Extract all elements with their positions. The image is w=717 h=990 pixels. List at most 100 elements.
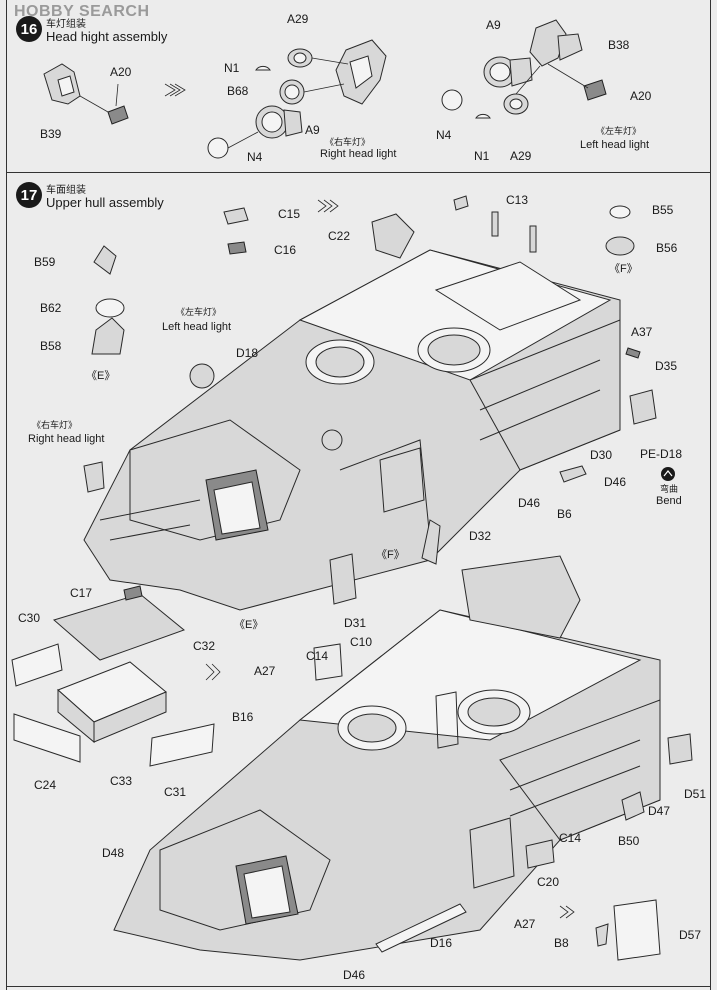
label-d31: D31 — [344, 616, 367, 630]
part-a9-right — [255, 105, 303, 139]
part-c15 — [223, 207, 249, 225]
frame-left — [6, 0, 7, 990]
label-b56: B56 — [656, 241, 678, 255]
label-c20: C20 — [537, 875, 560, 889]
label-pe-d18: PE-D18 — [640, 447, 683, 461]
part-b50 — [621, 791, 645, 821]
label-a37: A37 — [631, 325, 653, 339]
arrow-chevrons-16 — [164, 83, 186, 97]
part-n1-left — [475, 113, 491, 119]
label-c17: C17 — [70, 586, 93, 600]
part-a20-right — [583, 79, 607, 101]
part-d51 — [667, 733, 693, 765]
label-a29-right: A29 — [287, 12, 309, 26]
bend-en: Bend — [656, 495, 682, 507]
label-d46-a: D46 — [604, 475, 627, 489]
part-d35 — [629, 389, 657, 425]
part-c16 — [227, 241, 247, 255]
step-divider — [6, 172, 711, 173]
label-a29-left: A29 — [510, 149, 532, 163]
label-c15: C15 — [278, 207, 301, 221]
bend-icon — [661, 467, 675, 481]
part-b55 — [609, 205, 631, 219]
part-n4-left — [441, 89, 463, 111]
label-d48: D48 — [102, 846, 125, 860]
label-c16: C16 — [274, 243, 297, 257]
label-c32: C32 — [193, 639, 216, 653]
label-d30: D30 — [590, 448, 613, 462]
label-b58: B58 — [40, 339, 62, 353]
label-c30: C30 — [18, 611, 41, 625]
part-d31 — [329, 553, 357, 605]
label-c14-bottom: C14 — [559, 831, 582, 845]
label-a27-top: A27 — [254, 664, 276, 678]
label-d35: D35 — [655, 359, 678, 373]
left-head-light-en-17: Left head light — [162, 321, 232, 333]
label-c10: C10 — [350, 635, 373, 649]
label-b59: B59 — [34, 255, 56, 269]
label-e-bottom: 《E》 — [234, 619, 264, 631]
part-a29-right — [287, 48, 313, 68]
label-a9-left: A9 — [486, 18, 501, 32]
right-head-light-en-17: Right head light — [28, 433, 105, 445]
part-a9-left — [483, 56, 533, 88]
label-b6: B6 — [557, 507, 572, 521]
label-d47: D47 — [648, 804, 671, 818]
label-b68: B68 — [227, 84, 249, 98]
label-b55: B55 — [652, 203, 674, 217]
part-b68 — [279, 79, 305, 105]
label-c22: C22 — [328, 229, 351, 243]
bottom-border — [6, 986, 711, 987]
label-d51: D51 — [684, 787, 707, 801]
part-b62 — [95, 298, 125, 318]
label-d18: D18 — [236, 346, 259, 360]
label-c24: C24 — [34, 778, 57, 792]
label-n4-left: N4 — [436, 128, 452, 142]
label-c13: C13 — [506, 193, 529, 207]
step-17-number: 17 — [16, 182, 42, 208]
label-f-top: 《F》 — [609, 263, 638, 275]
label-c31: C31 — [164, 785, 187, 799]
part-b39 — [43, 63, 81, 105]
part-d57 — [613, 899, 661, 961]
label-b38: B38 — [608, 38, 630, 52]
part-c22 — [371, 213, 415, 259]
label-a20-right: A20 — [630, 89, 652, 103]
part-left-light-17 — [189, 363, 215, 389]
part-b6 — [559, 465, 587, 483]
label-d16: D16 — [430, 936, 453, 950]
part-b38-right — [335, 39, 387, 105]
part-n4-right — [207, 137, 229, 159]
stowage-box — [11, 585, 215, 767]
label-a20-left: A20 — [110, 65, 132, 79]
watermark-logo: HOBBY SEARCH — [14, 3, 150, 20]
label-d57: D57 — [679, 928, 702, 942]
label-b50: B50 — [618, 834, 640, 848]
label-a9-right: A9 — [305, 123, 320, 137]
left-head-light-en-16: Left head light — [580, 139, 650, 151]
step-17-title-en: Upper hull assembly — [46, 195, 164, 210]
part-right-light-17 — [83, 461, 105, 493]
left-head-light-cn-16: 《左车灯》 — [596, 126, 642, 136]
part-d16 — [375, 903, 467, 953]
part-a37 — [625, 347, 641, 359]
right-head-light-cn-17: 《右车灯》 — [32, 420, 78, 430]
label-b8: B8 — [554, 936, 569, 950]
label-e-left: 《E》 — [86, 370, 116, 382]
label-b16: B16 — [232, 710, 254, 724]
step-17-title-cn: 车面组装 — [46, 185, 86, 196]
label-n1-left: N1 — [474, 149, 490, 163]
upper-hull-bottom — [113, 555, 661, 961]
label-n4-right: N4 — [247, 150, 263, 164]
frame-right — [710, 0, 711, 990]
step-16-title-en: Head hight assembly — [46, 29, 168, 44]
bend-cn: 弯曲 — [660, 484, 679, 494]
label-n1-right: N1 — [224, 61, 240, 75]
label-d46-b: D46 — [518, 496, 541, 510]
label-c33: C33 — [110, 774, 133, 788]
part-b58 — [91, 317, 125, 355]
label-c14-top: C14 — [306, 649, 329, 663]
step-16-number: 16 — [16, 16, 42, 42]
right-head-light-en-16: Right head light — [320, 148, 397, 160]
